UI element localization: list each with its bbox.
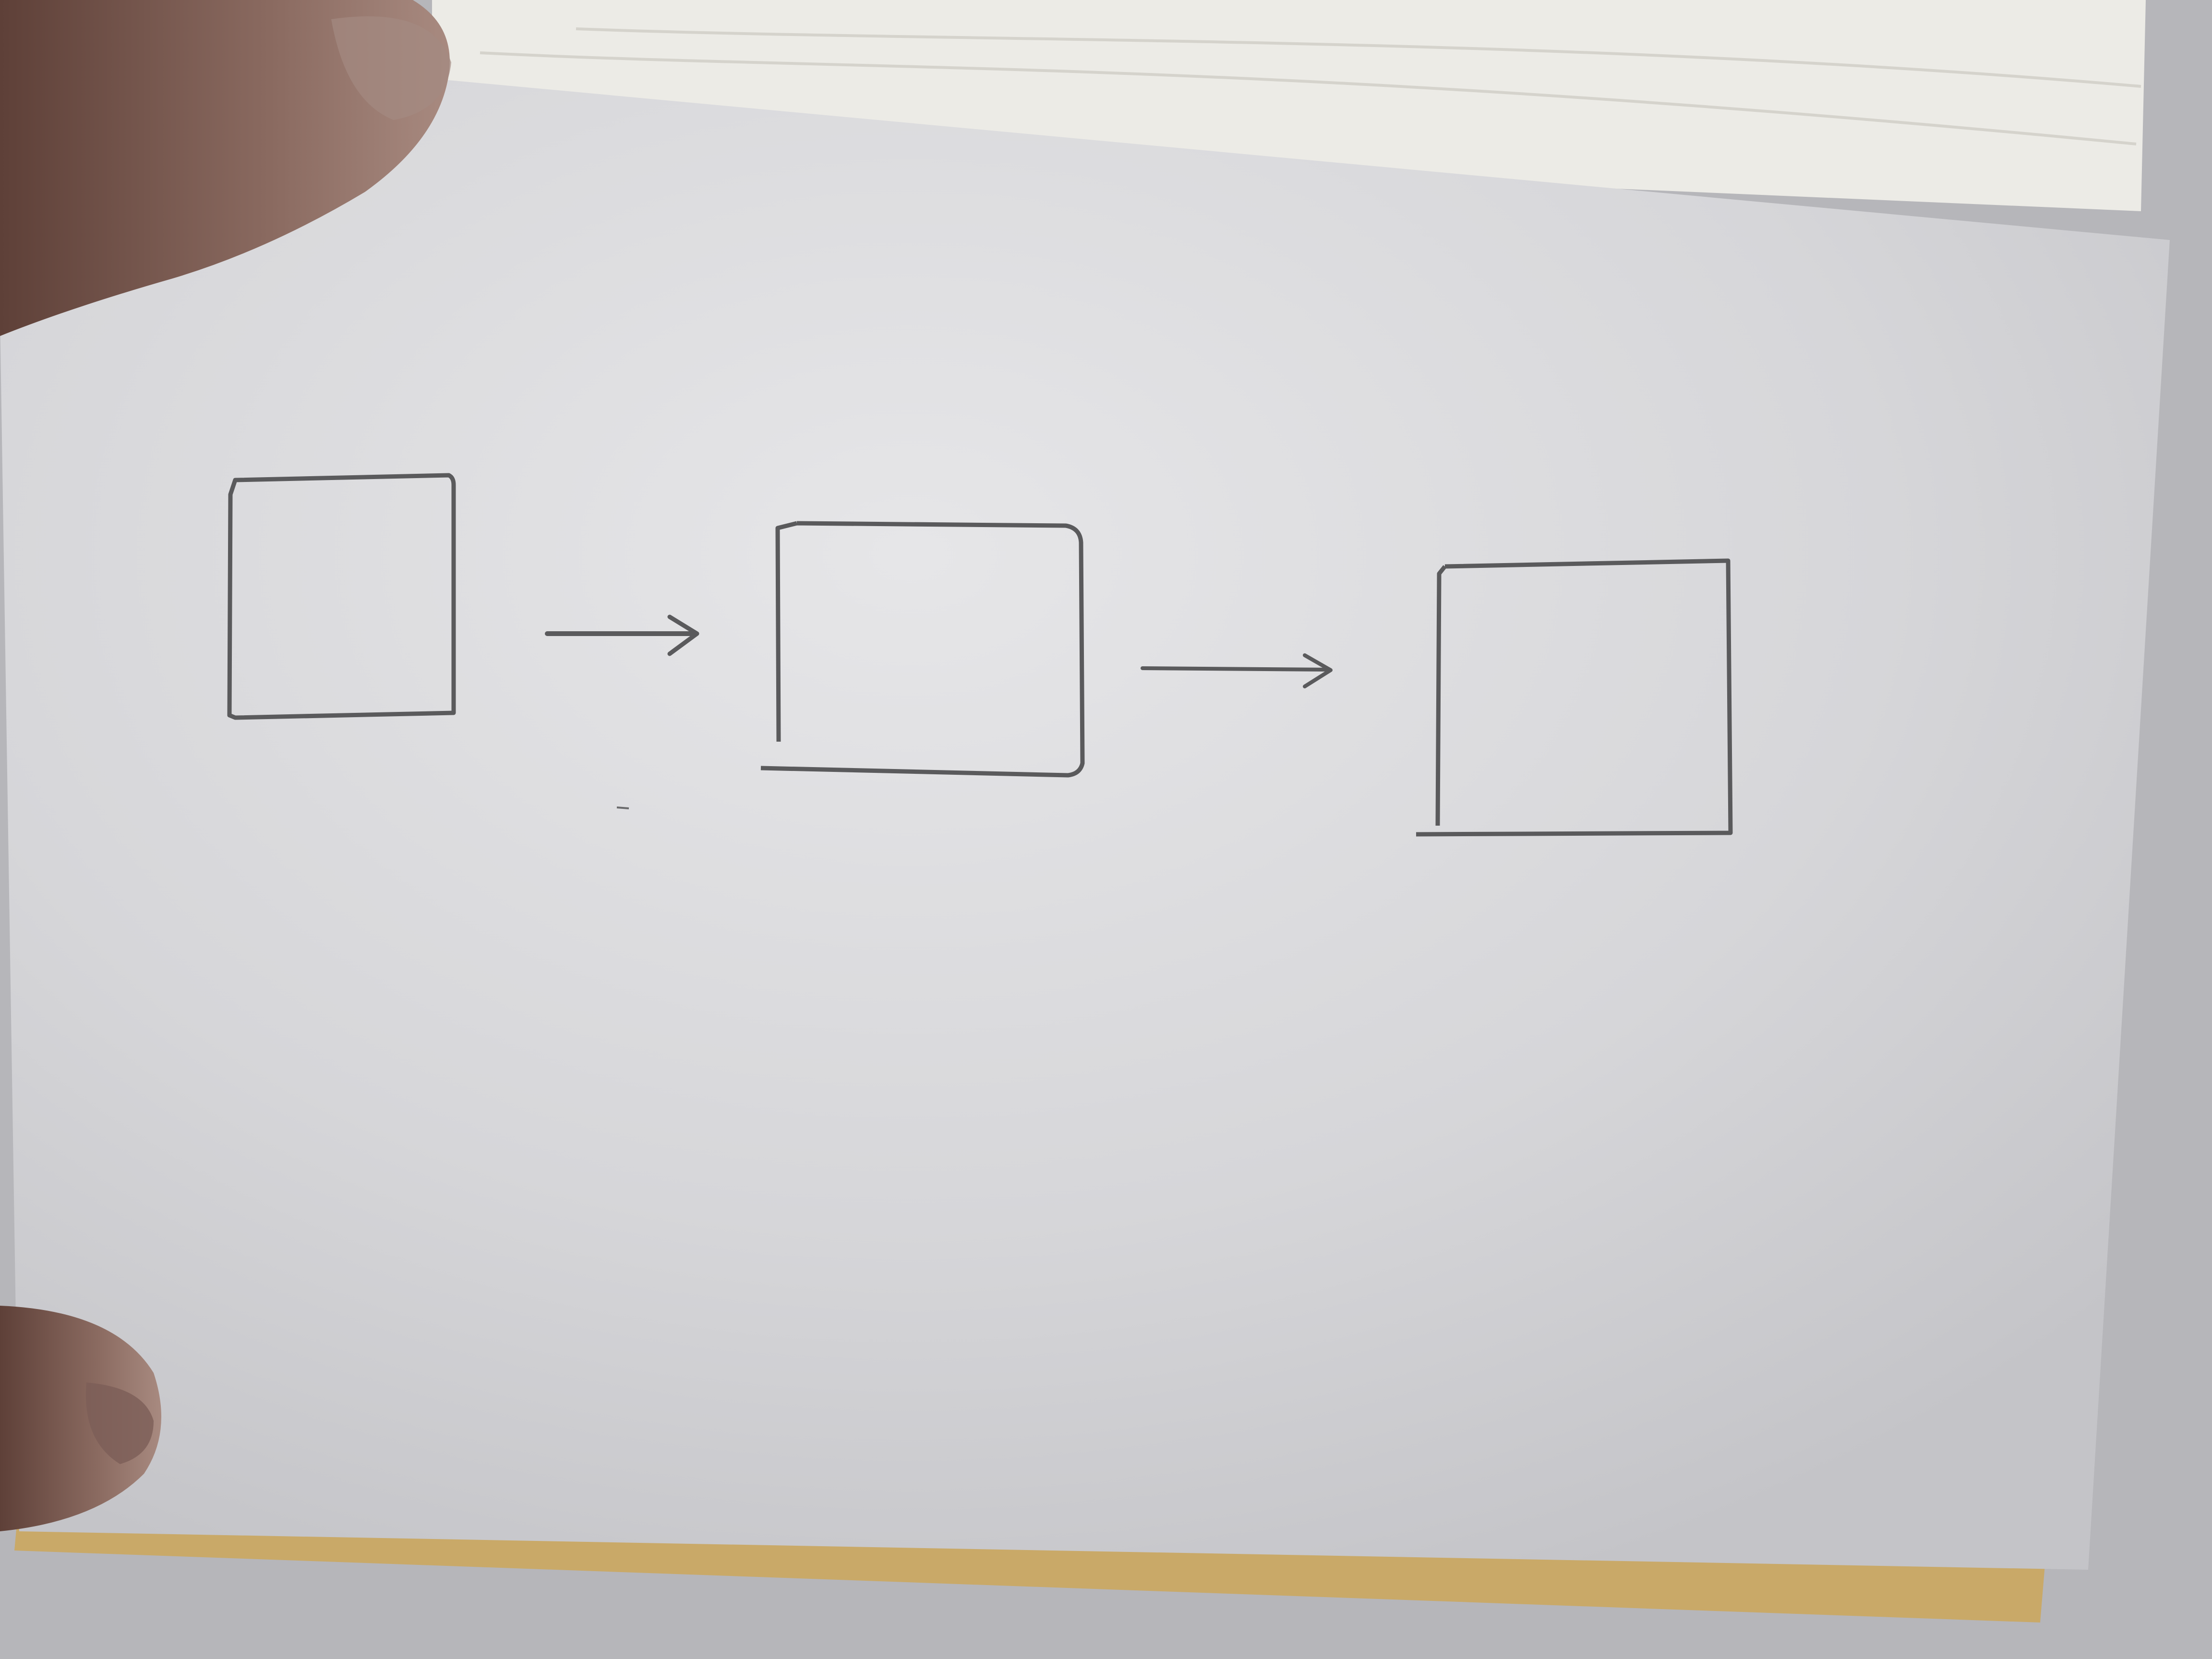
finger-bottom — [0, 1306, 161, 1531]
diagram-edge-arrow-2 — [1141, 653, 1333, 688]
stray-pencil-mark — [616, 806, 629, 809]
torn-page-edge — [480, 27, 2141, 145]
fingernail-bottom — [85, 1382, 154, 1464]
notepad-back-pages — [432, 0, 2146, 211]
diagram-node-box-2 — [760, 521, 1085, 778]
diagram-node-box-3 — [1416, 558, 1733, 837]
diagram-edge-arrow-1 — [545, 614, 699, 656]
diagram-node-box-1 — [227, 473, 456, 720]
thumb-top — [0, 0, 450, 336]
thumbnail-top — [331, 16, 451, 120]
paper-sheet — [0, 77, 2170, 1570]
